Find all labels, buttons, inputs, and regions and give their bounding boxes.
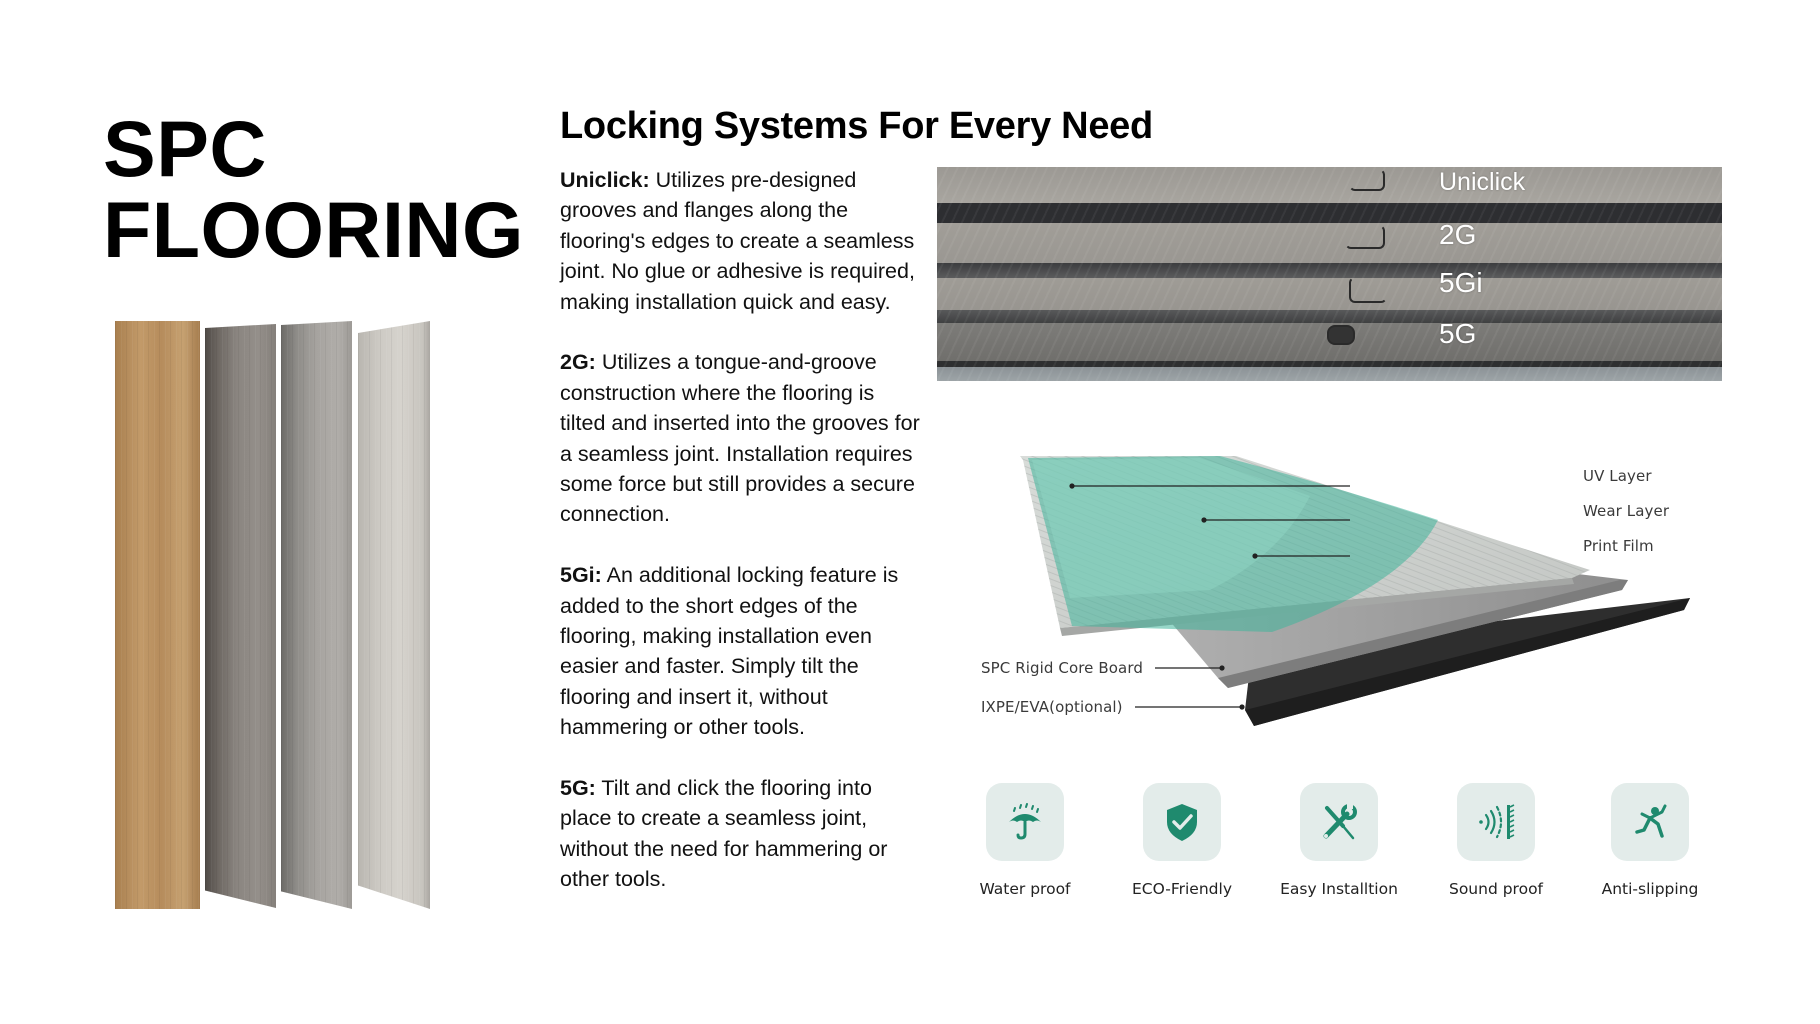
sound-wall-icon	[1479, 804, 1515, 839]
feature-easy-installation: Easy Installtion	[1269, 783, 1409, 898]
locking-systems-list: Uniclick: Utilizes pre-designed grooves …	[560, 165, 920, 925]
slipping-person-icon	[1635, 804, 1667, 838]
plank-dark-grey	[205, 324, 276, 908]
lock-label-5g: 5G	[1439, 318, 1477, 349]
shield-check-icon	[1167, 804, 1197, 841]
system-name: 5G:	[560, 776, 596, 801]
system-description: Tilt and click the flooring into place t…	[560, 776, 888, 892]
section-heading: Locking Systems For Every Need	[560, 105, 1153, 147]
callout-ixpe-eva: IXPE/EVA(optional)	[981, 698, 1123, 716]
feature-label: Anti-slipping	[1601, 880, 1699, 898]
features-row: Water proof ECO-Friendly Easy Installtio…	[955, 783, 1715, 903]
feature-icon-tile	[986, 783, 1064, 861]
feature-icon-tile	[1457, 783, 1535, 861]
tools-icon	[1323, 804, 1357, 840]
system-5g: 5G: Tilt and click the flooring into pla…	[560, 773, 920, 895]
lock-label-5gi: 5Gi	[1439, 267, 1483, 298]
system-name: 2G:	[560, 350, 596, 375]
feature-icon-tile	[1300, 783, 1378, 861]
feature-sound-proof: Sound proof	[1426, 783, 1566, 898]
callout-print-film: Print Film	[1583, 537, 1654, 555]
page-title: SPC FLOORING	[103, 108, 524, 270]
system-description: An additional locking feature is added t…	[560, 563, 899, 740]
title-line-1: SPC	[103, 104, 267, 193]
system-5gi: 5Gi: An additional locking feature is ad…	[560, 560, 920, 742]
system-description: Utilizes a tongue-and-groove constructio…	[560, 350, 920, 527]
plank-oak	[115, 321, 200, 909]
layer-illustration	[1020, 456, 1690, 726]
lock-label-uniclick: Uniclick	[1439, 168, 1526, 196]
callout-wear-layer: Wear Layer	[1583, 502, 1670, 520]
feature-icon-tile	[1611, 783, 1689, 861]
feature-label: Sound proof	[1448, 880, 1544, 898]
flooring-planks-image	[115, 318, 435, 914]
feature-label: Easy Installtion	[1280, 880, 1398, 898]
lock-label-2g: 2G	[1439, 219, 1477, 250]
feature-icon-tile	[1143, 783, 1221, 861]
feature-label: Water proof	[979, 880, 1071, 898]
feature-label: ECO-Friendly	[1132, 880, 1232, 898]
callout-spc-core: SPC Rigid Core Board	[981, 659, 1143, 677]
feature-water-proof: Water proof	[955, 783, 1095, 898]
feature-anti-slipping: Anti-slipping	[1580, 783, 1720, 898]
layer-structure-diagram: UV Layer Wear Layer Print Film SPC Rigid…	[960, 420, 1720, 750]
title-line-2: FLOORING	[103, 185, 524, 274]
system-uniclick: Uniclick: Utilizes pre-designed grooves …	[560, 165, 920, 317]
plank-light-grey	[358, 321, 430, 909]
system-2g: 2G: Utilizes a tongue-and-groove constru…	[560, 347, 920, 529]
umbrella-rain-icon	[1009, 803, 1041, 840]
system-name: 5Gi:	[560, 563, 602, 588]
system-description: Utilizes pre-designed grooves and flange…	[560, 168, 915, 314]
plank-mid-grey	[281, 321, 352, 909]
feature-eco-friendly: ECO-Friendly	[1112, 783, 1252, 898]
locking-cross-section-photo: Uniclick 2G 5Gi 5G	[937, 167, 1722, 381]
system-name: Uniclick:	[560, 168, 650, 192]
callout-uv-layer: UV Layer	[1583, 467, 1652, 485]
